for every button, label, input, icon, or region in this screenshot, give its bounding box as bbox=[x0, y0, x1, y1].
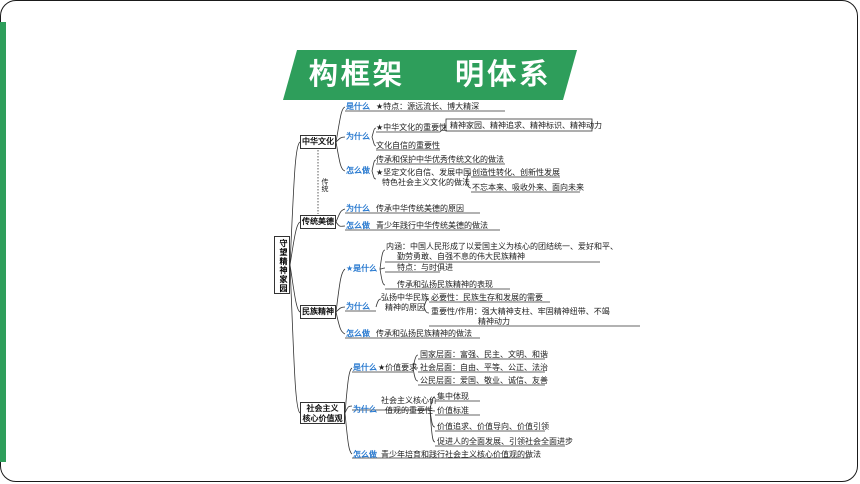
s3-what-label-text: 是什么 bbox=[353, 264, 378, 273]
s2-how-text: 青少年践行中华传统美德的做法 bbox=[376, 221, 488, 230]
s4-what-text: ★价值要求 bbox=[378, 363, 418, 372]
s3-why-need: 必要性：民族生存和发展的需要 bbox=[431, 293, 543, 302]
s1-why-importance-detail: 精神家园、精神追求、精神标识、精神动力 bbox=[450, 121, 602, 130]
title-part-2: 明体系 bbox=[455, 57, 552, 91]
s2-why-text: 传承中华传统美德的原因 bbox=[376, 204, 464, 213]
node-core-values-line1: 社会主义 bbox=[306, 404, 339, 413]
s4-why-3: 价值追求、价值导向、价值引领 bbox=[437, 422, 549, 431]
s1-how-label: 怎么做 bbox=[346, 166, 370, 175]
node-core-values-line2: 核心价值观 bbox=[302, 414, 343, 423]
s1-why-label: 为什么 bbox=[346, 132, 370, 141]
s3-why-a: 弘扬中华民族 bbox=[381, 293, 429, 302]
s4-why-2: 价值标准 bbox=[437, 406, 469, 415]
s1-how-2b: 特色社会主义文化的做法 bbox=[382, 178, 470, 187]
s3-why-label: 为什么 bbox=[346, 302, 370, 311]
s1-how-detail-2: 不忘本来、吸收外来、面向未来 bbox=[472, 183, 584, 192]
s1-link-label: 传统 bbox=[321, 178, 329, 192]
s3-why-b: 精神的原因 bbox=[385, 303, 425, 312]
s2-how-label: 怎么做 bbox=[346, 221, 370, 230]
left-accent-bar bbox=[0, 22, 6, 462]
s1-why-importance: ★中华文化的重要性 bbox=[376, 123, 448, 132]
s4-what-label: 是什么 bbox=[353, 363, 377, 372]
page-title: 构框架 明体系 bbox=[283, 50, 577, 100]
s4-why-4: 促进人的全面发展、引领社会全面进步 bbox=[437, 437, 573, 446]
s1-how-detail-1: 创造性转化、创新性发展 bbox=[472, 168, 560, 177]
title-banner bbox=[283, 50, 577, 100]
s1-how-1: 传承和保护中华优秀传统文化的做法 bbox=[376, 155, 504, 164]
s1-how-2a: ★坚定文化自信、发展中国 bbox=[376, 168, 472, 177]
s3-what-content-a: 内涵：中国人民形成了以爱国主义为核心的团结统一、爱好和平、 bbox=[386, 242, 618, 251]
node-traditional-virtue: 传统美德 bbox=[300, 215, 336, 229]
s4-why-b: 值观的重要性 bbox=[385, 406, 433, 415]
s4-what-country: 国家层面：富强、民主、文明、和谐 bbox=[420, 350, 548, 359]
s3-why-importance-b: 精神动力 bbox=[478, 317, 510, 326]
s4-why-label: 为什么 bbox=[353, 405, 377, 414]
s4-why-1: 集中体现 bbox=[437, 392, 469, 401]
s4-what-society: 社会层面：自由、平等、公正、法治 bbox=[420, 363, 548, 372]
s4-why-a: 社会主义核心价 bbox=[381, 396, 437, 405]
root-node: 守望精神家园 bbox=[274, 236, 290, 294]
s4-how-label: 怎么做 bbox=[353, 450, 377, 459]
s3-what-label: ★是什么 bbox=[346, 264, 378, 273]
title-part-1: 构框架 bbox=[308, 57, 405, 91]
s3-why-importance-a: 重要性/作用：强大精神支柱、牢固精神纽带、不竭 bbox=[431, 307, 610, 316]
s3-what-feature: 特点：与时俱进 bbox=[397, 263, 453, 272]
node-national-spirit: 民族精神 bbox=[300, 305, 336, 319]
s1-what-text: ★特点：源远流长、博大精深 bbox=[376, 102, 480, 111]
s2-why-label: 为什么 bbox=[346, 204, 370, 213]
s3-what-content-b: 勤劳勇敢、自强不息的伟大民族精神 bbox=[397, 252, 525, 261]
s3-what-show: 传承和弘扬民族精神的表现 bbox=[397, 280, 493, 289]
node-chinese-culture: 中华文化 bbox=[300, 135, 336, 149]
node-core-values: 社会主义 核心价值观 bbox=[300, 402, 345, 424]
s4-how-text: 青少年培育和践行社会主义核心价值观的做法 bbox=[381, 450, 541, 459]
s3-how-text: 传承和弘扬民族精神的做法 bbox=[376, 329, 472, 338]
s4-what-citizen: 公民层面：爱国、敬业、诚信、友善 bbox=[420, 376, 548, 385]
s1-what-label: 是什么 bbox=[346, 102, 370, 111]
s1-why-confidence: 文化自信的重要性 bbox=[376, 141, 440, 150]
s3-how-label: 怎么做 bbox=[346, 329, 370, 338]
